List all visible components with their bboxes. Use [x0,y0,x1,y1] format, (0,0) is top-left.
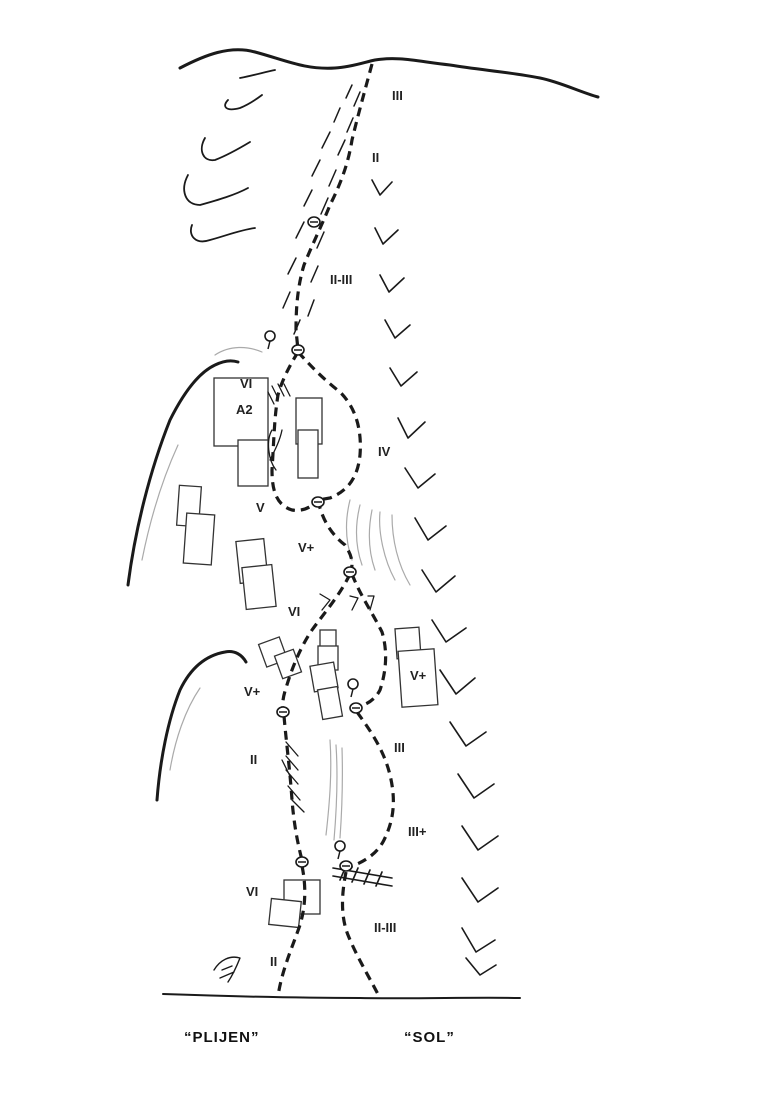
rock-block [316,685,344,721]
route-line-sol-start [340,871,382,999]
route-line-left-chimney [282,715,304,861]
grade-label: II [372,150,379,165]
upper-left-rock-texture [183,69,276,243]
ground-line [162,993,521,1000]
rock-block [268,897,302,929]
pillar-crack-texture [213,383,411,983]
grade-label: VI [240,376,252,391]
belay-anchor-icon [343,566,357,578]
grade-label: III [394,740,405,755]
left-buttress-outline [126,359,240,587]
rock-block [182,512,216,566]
rock-block [397,648,439,708]
route-line-ledge [316,499,354,573]
rock-block [297,429,319,479]
route-line-upper [294,63,374,351]
lower-buttress-inner [169,687,201,771]
grade-label: III+ [408,824,427,839]
grade-label: V+ [298,540,315,555]
rock-block [237,439,269,487]
grade-label: VI [288,604,300,619]
route-line-pillar-left [270,351,320,512]
rock-blocks [175,377,439,929]
grade-label: V+ [244,684,261,699]
belay-anchor-icon [339,860,353,872]
upper-gully-strokes [282,84,361,335]
belay-anchor-icon [311,496,325,508]
rock-block [241,563,277,611]
grade-label: II [270,954,277,969]
left-buttress-inner [141,444,179,561]
belay-anchors [276,216,363,872]
grade-label: V [256,500,265,515]
belay-anchor-icon [307,216,321,228]
grade-label: IV [378,444,391,459]
left-buttress-top [214,346,263,356]
route-line-right-wall [345,711,395,870]
grade-label: VI [246,884,258,899]
piton-icon [334,840,346,860]
piton-icon [347,678,359,698]
grade-labels: III II II-III VI A2 IV V V+ VI V+ V+ II … [236,88,427,969]
piton-icon [264,330,276,350]
belay-anchor-icon [295,856,309,868]
route-name-sol: “SOL” [404,1029,455,1046]
lower-buttress-outline [155,650,248,802]
summit-ridge-line [178,48,600,99]
route-line-left-lower [281,573,352,713]
grade-label: III [392,88,403,103]
grade-label: II-III [330,272,352,287]
route-name-plijen: “PLIJEN” [184,1029,260,1046]
grade-label: A2 [236,402,253,417]
piton-markers [264,330,359,860]
grade-label: II-III [374,920,396,935]
belay-anchor-icon [349,702,363,714]
rock-block [273,648,303,680]
grade-label: V+ [410,668,427,683]
belay-anchor-icon [276,706,290,718]
belay-anchor-icon [291,344,305,356]
route-line-plijen-start [276,865,307,997]
grade-label: II [250,752,257,767]
route-line-right-lower [350,573,388,708]
route-line-pillar-right [296,350,362,502]
gully-chevrons [371,179,499,976]
